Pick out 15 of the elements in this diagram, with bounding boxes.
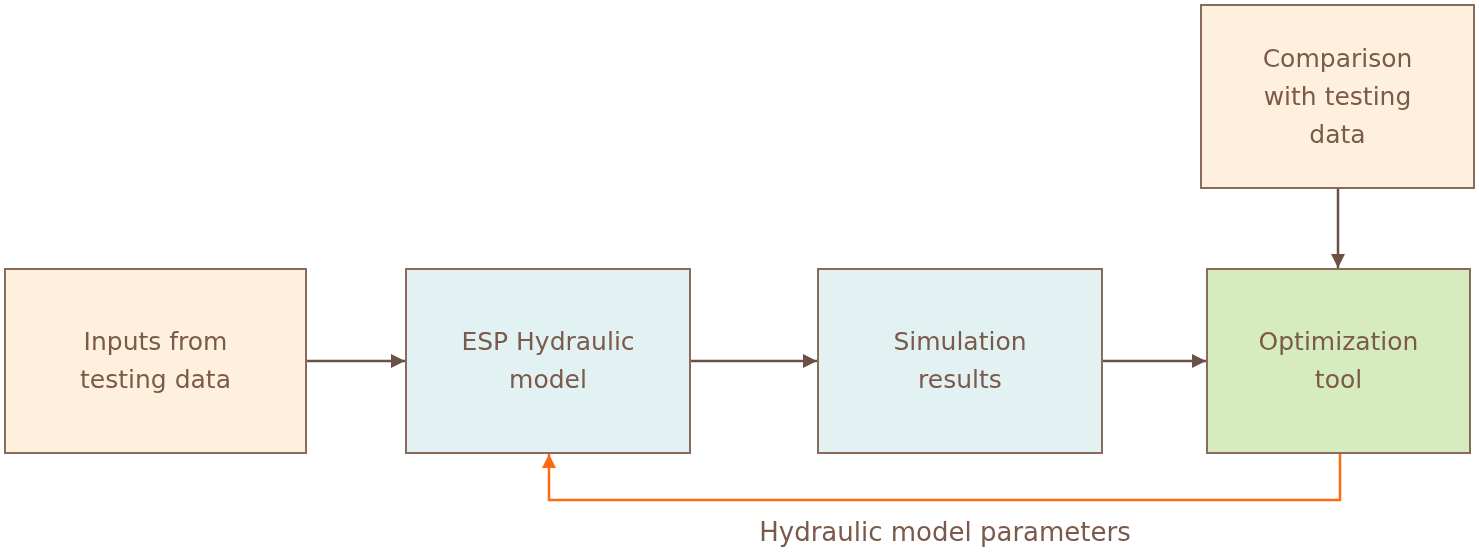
- box-label: Simulation results: [892, 326, 1028, 396]
- arrow: [542, 454, 1342, 502]
- box-label: Inputs from testing data: [79, 326, 232, 396]
- process-box: [405, 268, 691, 454]
- process-box: [1200, 4, 1475, 189]
- box-label: ESP Hydraulic model: [460, 326, 636, 396]
- box-label: Comparison with testing data: [1261, 42, 1414, 151]
- arrow: [1103, 354, 1206, 368]
- process-box: [817, 268, 1103, 454]
- process-box: [1206, 268, 1471, 454]
- arrow: [691, 354, 817, 368]
- process-box: [4, 268, 307, 454]
- arrow: [307, 354, 405, 368]
- arrow: [1331, 189, 1345, 268]
- box-label: Optimization tool: [1257, 326, 1420, 396]
